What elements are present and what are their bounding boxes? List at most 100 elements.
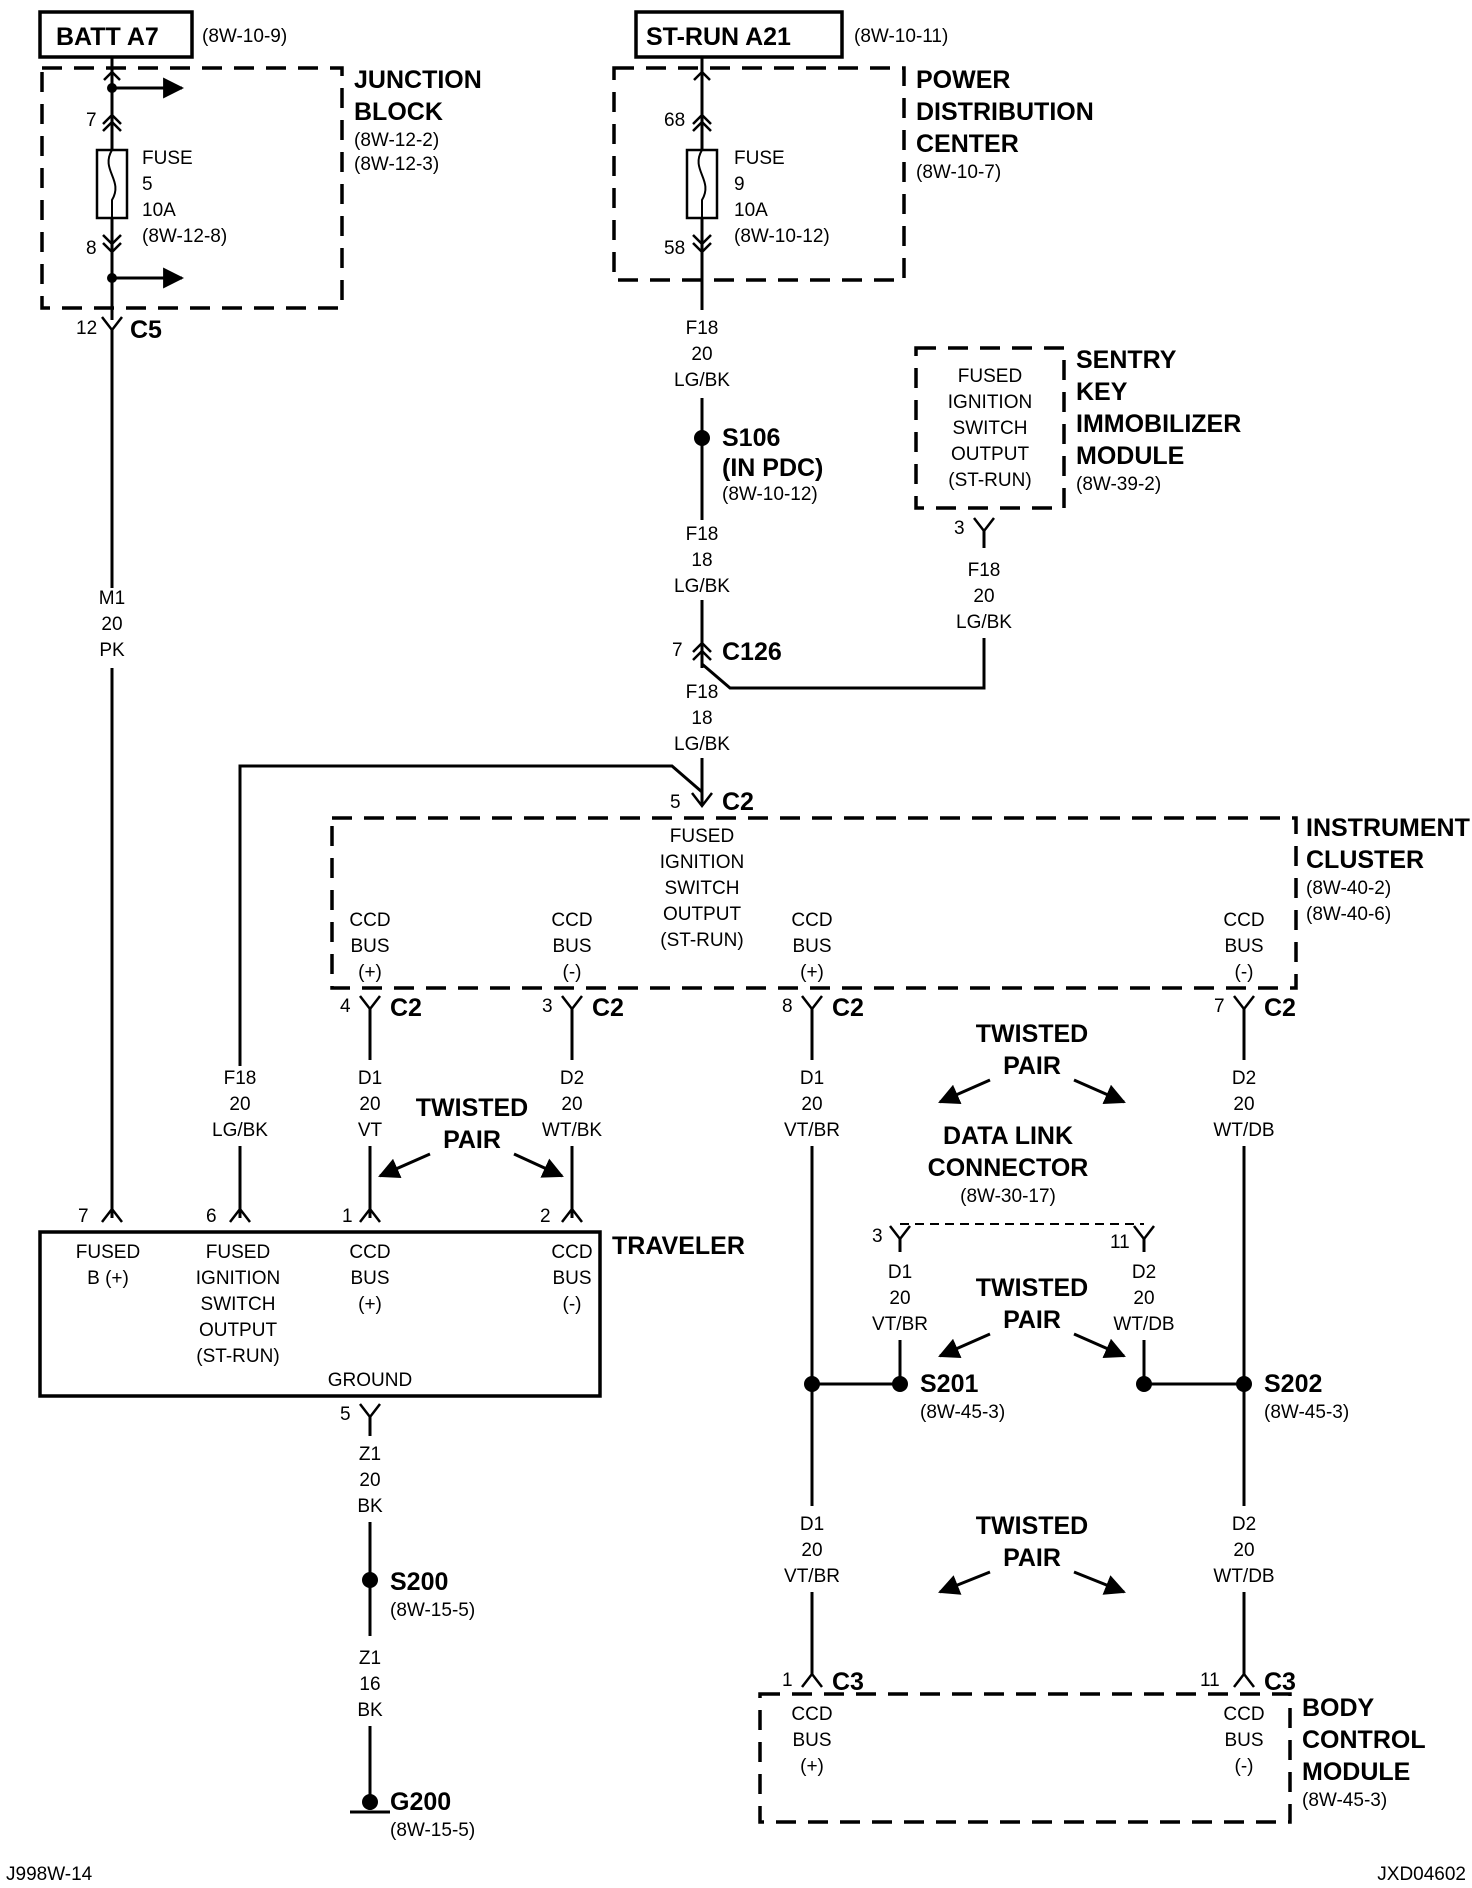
fuse9-l2: 9 (734, 174, 745, 195)
trav-l-ccdp-3: (+) (358, 1294, 382, 1315)
strun-a21-box (634, 10, 844, 59)
trav-l-ign-1: FUSED (206, 1242, 270, 1263)
cluster-fused-3: SWITCH (665, 878, 740, 899)
dlc-wr-2: 20 (1133, 1288, 1154, 1309)
bcm-ccdm-1: CCD (1223, 1704, 1264, 1725)
ccd-col-3: CCD BUS (+) 8 C2 (782, 910, 864, 1022)
skim-inner-1: FUSED (958, 366, 1022, 387)
fuse9-l1: FUSE (734, 148, 785, 169)
m1-l1: M1 (99, 588, 125, 609)
d2wtdb-l3: WT/DB (1213, 1120, 1274, 1141)
jb-pin-in: 7 (86, 110, 97, 131)
d1low-l3: VT/BR (784, 1566, 840, 1587)
skim-wire-l1: F18 (968, 560, 1001, 581)
ccd1-connector (359, 995, 381, 1012)
cluster-ref-2: (8W-40-6) (1306, 904, 1391, 925)
pdc-ref: (8W-10-7) (916, 162, 1001, 183)
m1-l2: 20 (101, 614, 122, 635)
bcm-ccdp-2: BUS (792, 1730, 831, 1751)
cluster-fused-5: (ST-RUN) (660, 930, 743, 951)
fuse-9-icon (697, 149, 707, 218)
pdc-pin-out: 58 (664, 238, 685, 259)
cluster-title-2: CLUSTER (1306, 846, 1424, 874)
skim-inner-4: OUTPUT (951, 444, 1030, 465)
trav-pin1-connector (359, 1206, 381, 1223)
fuse5-l2: 5 (142, 174, 153, 195)
junction-block-ref-2: (8W-12-3) (354, 154, 439, 175)
bcm-title-2: CONTROL (1302, 1726, 1426, 1754)
f18c-l3: LG/BK (674, 734, 730, 755)
dlc-wr-3: WT/DB (1113, 1314, 1174, 1335)
dlc-title-1: DATA LINK (943, 1122, 1073, 1150)
ccd2-l3: (-) (563, 962, 582, 983)
tp3-l1: TWISTED (976, 1274, 1089, 1302)
pdc-pin58-connector (692, 234, 712, 254)
bcm-ccdp-3: (+) (800, 1756, 824, 1777)
d1vt-l1: D1 (358, 1068, 382, 1089)
junction-block-title-2: BLOCK (354, 98, 443, 126)
s106-ref: (8W-10-12) (722, 484, 818, 505)
f18c-l2: 18 (691, 708, 712, 729)
trav-pin6-connector (229, 1206, 251, 1223)
bcm-pin11-conn: C3 (1264, 1668, 1296, 1696)
tp2-l2: PAIR (1003, 1052, 1061, 1080)
dlc-wl-3: VT/BR (872, 1314, 928, 1335)
fuse5-l4: (8W-12-8) (142, 226, 227, 247)
skim-feed-wire (701, 638, 986, 690)
trav-l-ign-2: IGNITION (196, 1268, 280, 1289)
f18b-l2: 18 (691, 550, 712, 571)
ccd1-l2: BUS (350, 936, 389, 957)
skim-ref: (8W-39-2) (1076, 474, 1161, 495)
cluster-fused-4: OUTPUT (663, 904, 742, 925)
ccd3-l1: CCD (791, 910, 832, 931)
trav-l-ccdm-2: BUS (552, 1268, 591, 1289)
tp3-l2: PAIR (1003, 1306, 1061, 1334)
trav-l-fused-1: FUSED (76, 1242, 140, 1263)
trav-l-ccdp-1: CCD (349, 1242, 390, 1263)
c126-name: C126 (722, 638, 782, 666)
tp4-arrow-right-icon (1073, 1570, 1126, 1595)
instrument-cluster-outline (330, 816, 1298, 990)
bcm-ref: (8W-45-3) (1302, 1790, 1387, 1811)
tp4-l1: TWISTED (976, 1512, 1089, 1540)
cluster-fused-1: FUSED (670, 826, 734, 847)
jb-pin7-connector (102, 113, 122, 132)
trav-ground: GROUND (328, 1370, 412, 1391)
junction-block-title-1: JUNCTION (354, 66, 482, 94)
ccd1-l1: CCD (349, 910, 390, 931)
s201-splice (892, 1376, 908, 1392)
batt-a7-ref: (8W-10-9) (202, 26, 287, 47)
tp1-arrow-right-icon (513, 1152, 564, 1178)
pdc-outline (612, 66, 906, 282)
dlc-wl-2: 20 (889, 1288, 910, 1309)
z1b-l3: BK (357, 1700, 383, 1721)
trav-l-ign-3: SWITCH (201, 1294, 276, 1315)
dlc-wl-1: D1 (888, 1262, 912, 1283)
c2-pin5-connector (691, 792, 713, 809)
pdc-title-3: CENTER (916, 130, 1019, 158)
d1vt-l3: VT (358, 1120, 383, 1141)
trav-l-ccdm-1: CCD (551, 1242, 592, 1263)
jb-pin8-connector (102, 234, 122, 254)
m1-l3: PK (99, 640, 125, 661)
trav-pin7: 7 (78, 1206, 89, 1227)
ccd4-connector (1233, 995, 1255, 1012)
d2wtbk-l1: D2 (560, 1068, 584, 1089)
ccd2-connector (561, 995, 583, 1012)
traveler-title: TRAVELER (612, 1232, 745, 1260)
dlc-wr-1: D2 (1132, 1262, 1156, 1283)
cluster-title-1: INSTRUMENT (1306, 814, 1470, 842)
ccd4-l2: BUS (1224, 936, 1263, 957)
trav-gnd-connector (359, 1403, 381, 1420)
pdc-title-2: DISTRIBUTION (916, 98, 1094, 126)
tp4-arrow-left-icon (938, 1570, 991, 1595)
footer-right: JXD04602 (1377, 1864, 1466, 1885)
pdc-title-1: POWER (916, 66, 1010, 94)
c2-pin5-conn: C2 (722, 788, 754, 816)
ccd1-pin: 4 (340, 996, 351, 1017)
f18a-l2: 20 (691, 344, 712, 365)
fuse9-l4: (8W-10-12) (734, 226, 830, 247)
z1b-l1: Z1 (359, 1648, 381, 1669)
trav-l-ccdp-2: BUS (350, 1268, 389, 1289)
tp2-l1: TWISTED (976, 1020, 1089, 1048)
